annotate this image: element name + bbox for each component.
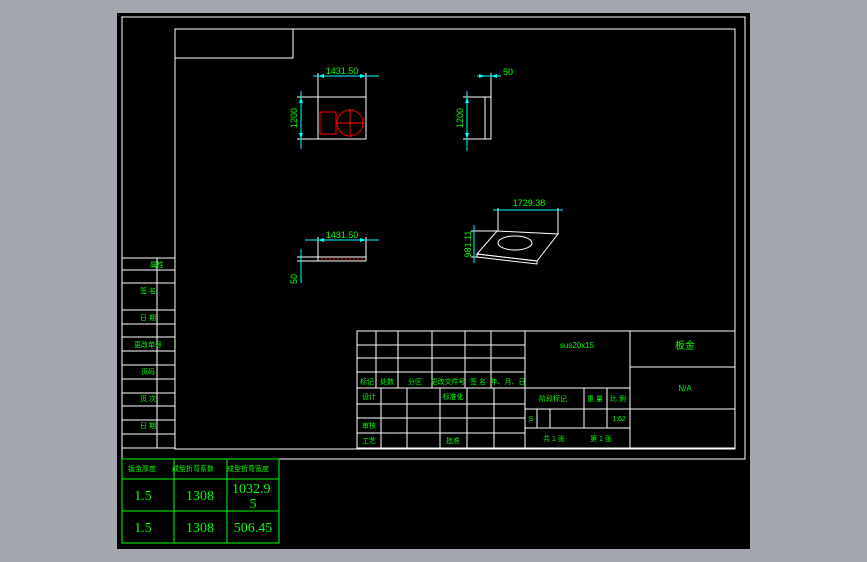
left-revision-strip: [121, 257, 176, 449]
tb-row-label: 处数: [380, 377, 394, 386]
spec-cell: 1032.9 5: [232, 482, 274, 512]
strip-label: 页码: [141, 368, 155, 376]
tb-sheet-label: 第 1 张: [590, 434, 612, 443]
spec-cell: 1308: [186, 521, 214, 536]
spec-header: 成型折弯系数: [172, 464, 214, 473]
front-height-dim: 1200: [289, 108, 299, 128]
title-block-grid: [356, 330, 736, 449]
cad-drawing-canvas: 1431.50 1200 50 1200 1431.50 50: [117, 13, 750, 549]
front-width-dim: 1431.50: [326, 66, 359, 76]
iso-height-dim: 981.11: [463, 231, 473, 258]
tb-ratio-value: 1:62: [612, 416, 626, 423]
tb-row-label: 年、月、日: [491, 377, 526, 386]
strip-label: 日 期: [140, 422, 156, 430]
tb-weight-label: 重 量: [587, 395, 603, 403]
spec-cell: 506.45: [234, 521, 273, 536]
tb-part-name: 板金: [675, 339, 695, 352]
spec-cell-line: 1032.9: [232, 482, 271, 497]
spec-cell: 1308: [186, 489, 214, 504]
tb-row-label: 标记: [360, 377, 374, 386]
tb-process-label: 工艺: [362, 437, 376, 445]
tb-ratio-label: 比 例: [610, 394, 626, 403]
drawing-border: [121, 16, 746, 460]
strip-label: 日 期: [140, 314, 156, 322]
spec-cell-line: 5: [250, 497, 257, 512]
top-width-dim: 1431.50: [326, 230, 359, 240]
top-view: [297, 237, 379, 283]
tb-scale: N/A: [678, 384, 692, 393]
tb-s-label: S: [529, 416, 534, 423]
tb-standard-label: 标准化: [443, 392, 464, 401]
strip-label: 更改单号: [134, 340, 162, 349]
spec-cell: 1.5: [134, 489, 152, 504]
iso-width-dim: 1729.38: [513, 198, 546, 208]
iso-view: [471, 208, 563, 265]
tb-stage-label: 阶段标记: [539, 394, 567, 403]
strip-label: 签 名: [140, 286, 156, 295]
side-height-dim: 1200: [455, 108, 465, 128]
tb-sheets-label: 共 1 张: [543, 434, 565, 443]
spec-cell: 1.5: [134, 521, 152, 536]
front-view: [297, 73, 379, 149]
tb-material: sus20x15: [560, 341, 595, 350]
side-depth-dim: 50: [503, 67, 513, 77]
tb-review-label: 审核: [362, 421, 376, 430]
top-depth-dim: 50: [289, 274, 299, 284]
side-view: [463, 73, 501, 151]
spec-header: 钣金厚度: [128, 464, 156, 473]
tb-row-label: 更改文件号: [431, 377, 466, 386]
tb-design-label: 设计: [362, 392, 376, 401]
strip-label: 页 次: [140, 394, 156, 403]
strip-label: 属性: [150, 260, 164, 269]
spec-table-grid: [121, 458, 280, 544]
tb-row-label: 分区: [408, 377, 422, 386]
tb-approve-label: 批准: [446, 436, 460, 445]
tb-row-label: 签 名: [470, 377, 486, 386]
spec-header: 成型折弯宽度: [227, 464, 269, 473]
